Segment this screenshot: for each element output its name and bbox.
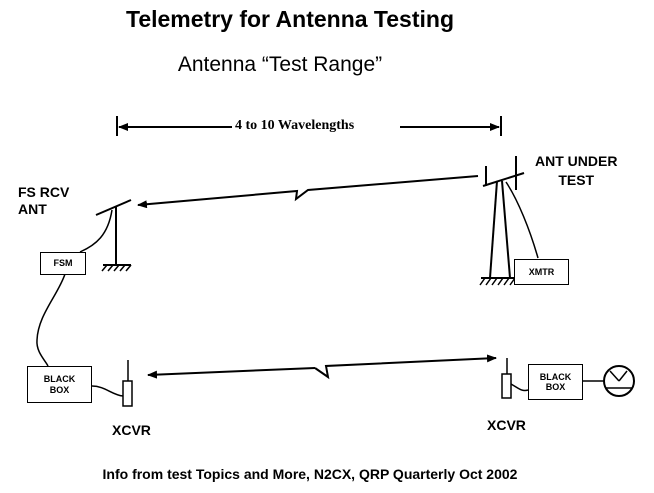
fsm-label: FSM <box>53 258 73 269</box>
left-black-box-label: BLACK BOX <box>43 374 76 395</box>
xmtr-box: XMTR <box>514 259 569 285</box>
right-black-box-label: BLACK BOX <box>539 371 572 392</box>
ant-under-test-label: ANT UNDER TEST <box>535 153 618 188</box>
right-xcvr-label: XCVR <box>487 417 526 433</box>
rf-link-arrow <box>137 175 479 209</box>
meter-icon <box>603 365 635 397</box>
fsm-box: FSM <box>40 252 86 275</box>
footer-credit: Info from test Topics and More, N2CX, QR… <box>102 466 518 482</box>
fs-receive-antenna <box>95 199 132 272</box>
right-black-box: BLACK BOX <box>528 364 583 400</box>
xmtr-label: XMTR <box>528 266 555 277</box>
xmtr-feed-cable <box>505 181 539 259</box>
distance-dimension <box>116 116 502 136</box>
diagram-title: Telemetry for Antenna Testing <box>125 6 454 32</box>
right-xcvr-radio <box>501 358 529 399</box>
fs-rcv-ant-label: FS RCV ANT <box>18 184 70 217</box>
diagram-subtitle: Antenna “Test Range” <box>177 53 383 76</box>
fsm-feed-cable <box>79 209 113 253</box>
telemetry-link-arrow <box>322 358 496 374</box>
distance-label: 4 to 10 Wavelengths <box>232 119 358 133</box>
fsm-to-blackbox-cable <box>36 273 66 367</box>
left-xcvr-radio <box>91 360 133 407</box>
left-black-box: BLACK BOX <box>27 366 92 403</box>
left-xcvr-label: XCVR <box>112 422 151 438</box>
